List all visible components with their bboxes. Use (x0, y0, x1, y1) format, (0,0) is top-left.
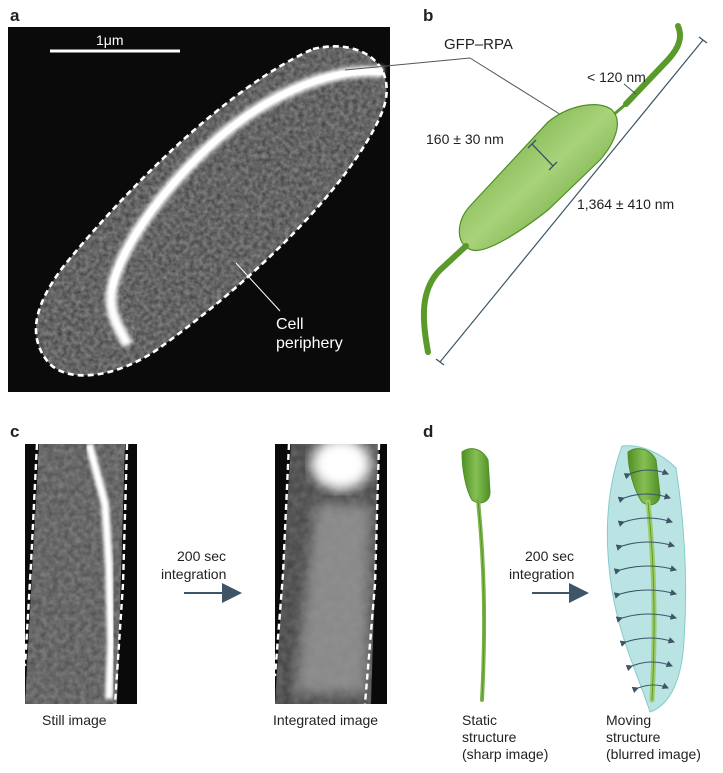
static-body (462, 449, 490, 503)
static-caption-line2: structure (462, 729, 516, 746)
static-caption-line3: (sharp image) (462, 746, 548, 763)
moving-caption-line1: Moving (606, 712, 651, 729)
static-caption-line1: Static (462, 712, 497, 729)
arrow-label-d-line1: 200 sec (525, 548, 574, 565)
arrow-label-d-line2: integration (509, 566, 574, 583)
moving-caption-line2: structure (606, 729, 660, 746)
moving-caption-line3: (blurred image) (606, 746, 701, 763)
